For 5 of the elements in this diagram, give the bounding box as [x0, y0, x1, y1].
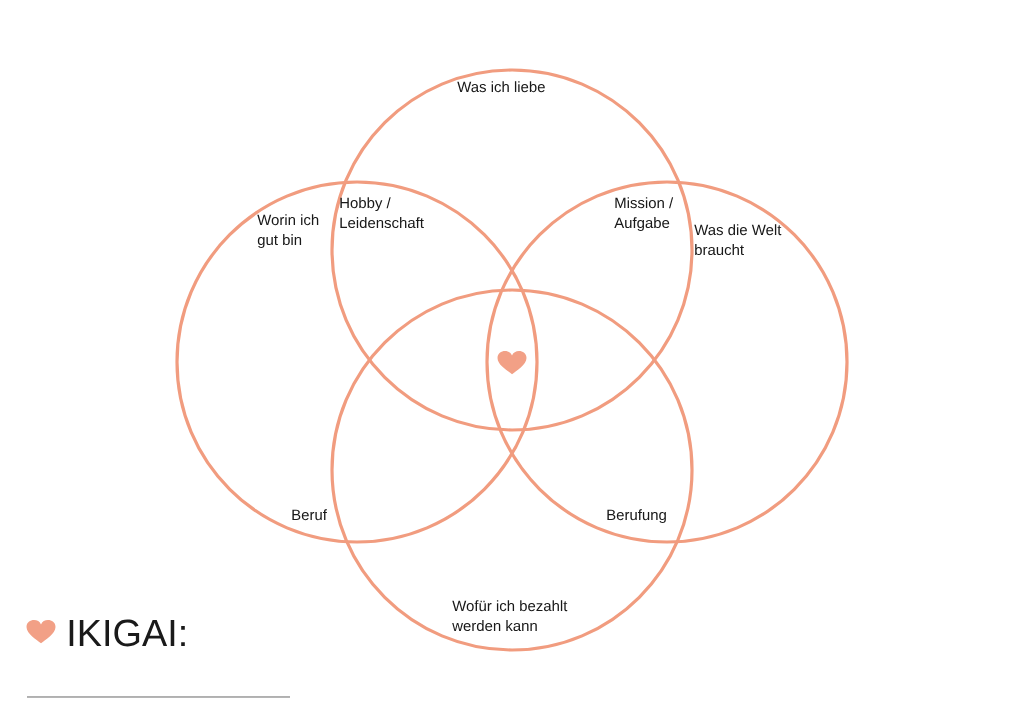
region-label: Berufung: [607, 509, 666, 524]
heading: IKIGAI:: [69, 619, 185, 647]
region-label: Mission / Aufgabe: [614, 197, 674, 232]
region-label: Beruf: [292, 509, 327, 521]
region-label: Hobby / Leidenschaft: [340, 197, 424, 229]
